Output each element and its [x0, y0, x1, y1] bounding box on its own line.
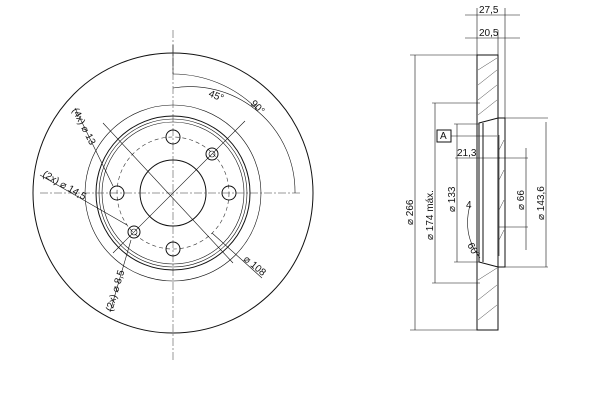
width-total-label: 27,5 — [479, 5, 499, 16]
bolt-holes — [109, 129, 237, 257]
hatching — [477, 57, 505, 321]
chamfer-arc — [467, 204, 481, 259]
dia-friction-label: ⌀ 174 máx. — [425, 190, 436, 240]
offset-label: 21,3 — [457, 148, 477, 159]
dia-133-label: ⌀ 133 — [447, 186, 458, 212]
angle-45-label: 45° — [207, 89, 225, 105]
width-disc-label: 20,5 — [479, 28, 499, 39]
dia-hub-label: ⌀ 66 — [516, 190, 527, 210]
angle-90-label: 90° — [248, 98, 266, 116]
holes-4x-label: (4x) ⌀ 13 — [69, 106, 97, 147]
chamfer-note-label: 4 — [466, 200, 472, 211]
section-view: 27,5 20,5 ⌀ 266 ⌀ 174 máx. ⌀ 133 ⌀ 66 ⌀ … — [405, 5, 548, 331]
arc-90 — [172, 86, 296, 194]
diag-line — [102, 122, 234, 264]
arc-45 — [172, 73, 258, 110]
dia-outer-label: ⌀ 266 — [405, 199, 416, 225]
holes-2x-14-5-label: (2x) ⌀ 14,5 — [41, 169, 89, 203]
datum-label: A — [440, 131, 447, 142]
pcd-label: ⌀ 108 — [241, 254, 268, 279]
diag-line-2 — [112, 120, 246, 254]
disc-section — [476, 54, 499, 331]
front-view: 45° 90° (4x) ⌀ 13 (2x) ⌀ 14,5 (2x) ⌀ 8,5… — [32, 30, 314, 360]
dia-143-6-label: ⌀ 143,6 — [536, 186, 547, 220]
holes-2x-8-5-label: (2x) ⌀ 8,5 — [104, 268, 127, 312]
